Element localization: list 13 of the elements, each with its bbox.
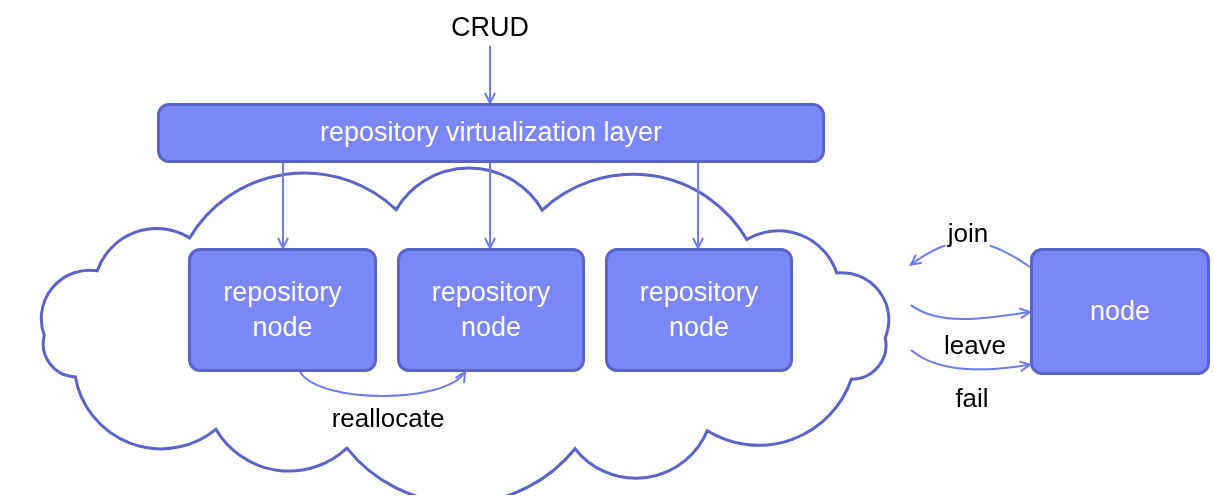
arrow bbox=[484, 45, 496, 104]
arrow bbox=[299, 371, 467, 397]
input-label: CRUD bbox=[440, 8, 540, 46]
arrow bbox=[484, 162, 496, 249]
arrow bbox=[909, 348, 1031, 373]
process-box: repository node bbox=[605, 248, 793, 372]
arrow bbox=[692, 162, 704, 249]
process-box: repository virtualization layer bbox=[157, 103, 825, 163]
process-box: repository node bbox=[397, 248, 585, 372]
arrow bbox=[909, 304, 1031, 321]
arrow bbox=[277, 162, 289, 249]
process-box: repository node bbox=[188, 248, 377, 372]
process-box: node bbox=[1030, 248, 1210, 375]
